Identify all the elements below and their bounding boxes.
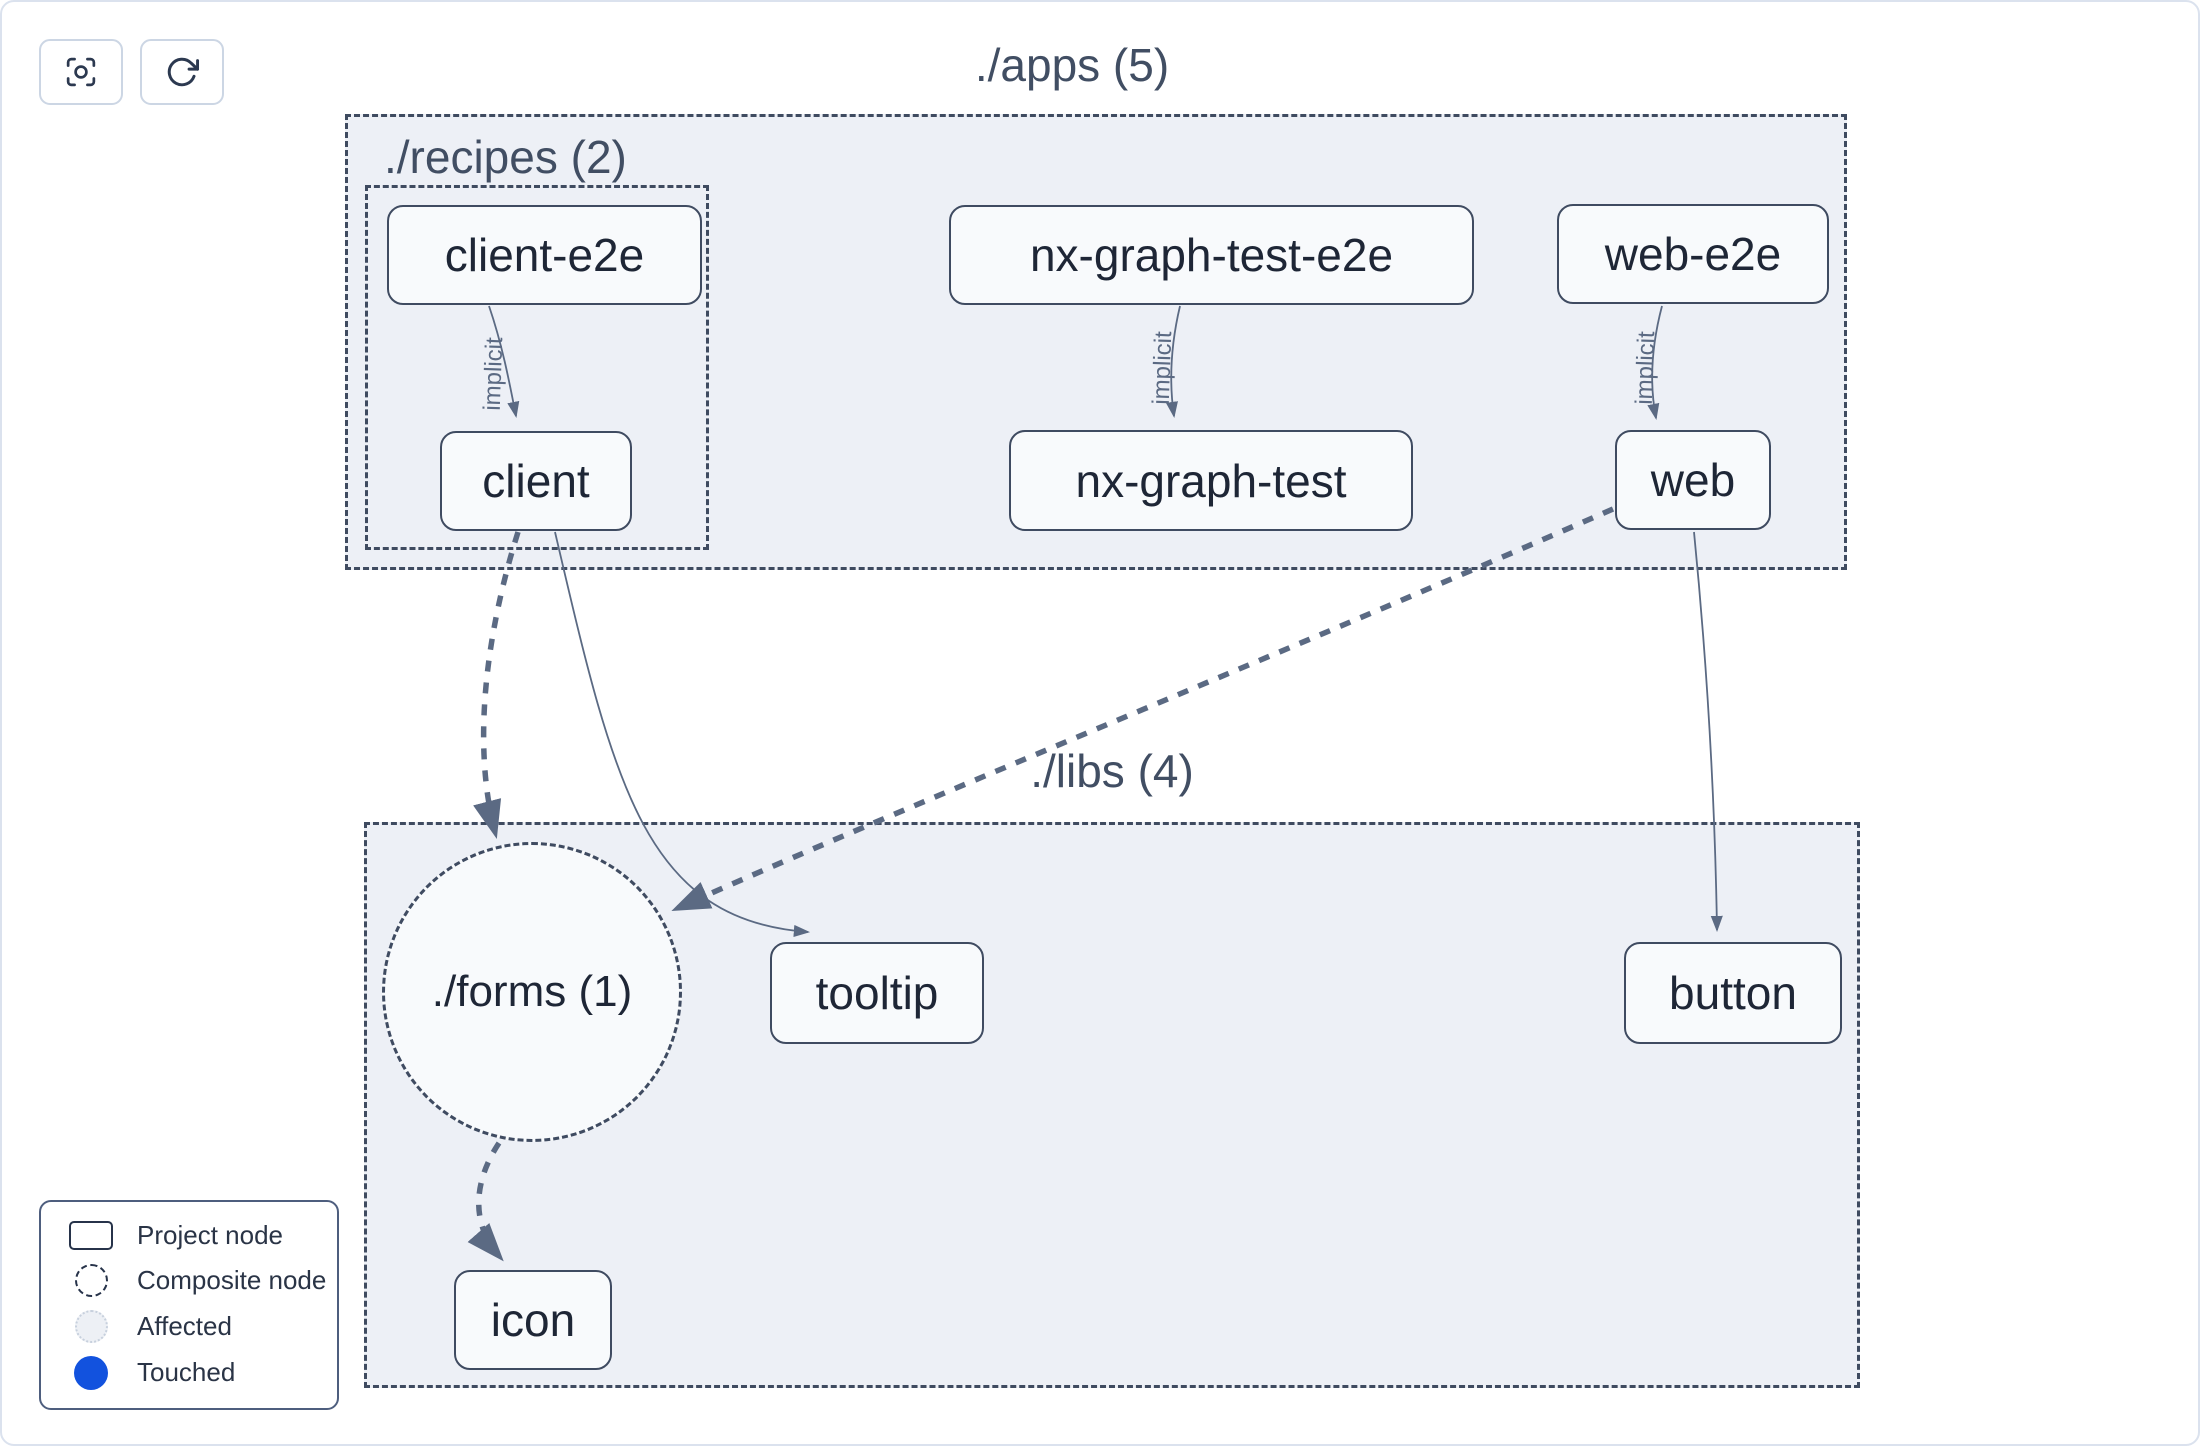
edge-label-implicit: implicit	[1147, 330, 1178, 406]
group-apps-label: ./apps (5)	[974, 39, 1170, 91]
refresh-icon	[167, 57, 199, 87]
group-recipes-label: ./recipes (2)	[384, 131, 627, 183]
node-tooltip[interactable]: tooltip	[770, 942, 984, 1044]
node-web-e2e[interactable]: web-e2e	[1557, 204, 1829, 304]
focus-icon	[66, 57, 96, 87]
project-node-swatch	[69, 1221, 113, 1251]
focus-button[interactable]	[39, 39, 123, 105]
legend-item-project-node: Project node	[65, 1220, 327, 1251]
legend-item-label: Project node	[137, 1220, 283, 1251]
node-client-e2e[interactable]: client-e2e	[387, 205, 702, 305]
edge-label-implicit: implicit	[478, 336, 509, 412]
legend-item-affected: Affected	[65, 1309, 327, 1343]
composite-node-swatch	[74, 1264, 108, 1298]
edge-client-to-forms	[473, 531, 521, 839]
node-client[interactable]: client	[440, 431, 632, 531]
composite-node-forms[interactable]: ./forms (1)	[382, 842, 682, 1142]
node-nx-graph-test-e2e[interactable]: nx-graph-test-e2e	[949, 205, 1474, 305]
legend-item-composite-node: Composite node	[65, 1264, 327, 1298]
node-nx-graph-test[interactable]: nx-graph-test	[1009, 430, 1413, 531]
legend-item-label: Composite node	[137, 1265, 327, 1296]
group-libs-label: ./libs (4)	[1030, 745, 1194, 797]
edge-label-implicit: implicit	[1630, 330, 1661, 406]
legend-item-label: Affected	[137, 1310, 232, 1341]
legend-item-touched: Touched	[65, 1355, 327, 1390]
touched-swatch	[74, 1355, 108, 1390]
refresh-button[interactable]	[140, 39, 224, 105]
legend: Project node Composite node Affected Tou…	[39, 1200, 339, 1410]
legend-item-label: Touched	[137, 1357, 236, 1388]
node-icon[interactable]: icon	[454, 1270, 612, 1370]
node-button[interactable]: button	[1624, 942, 1842, 1044]
affected-swatch	[74, 1309, 108, 1343]
node-web[interactable]: web	[1615, 430, 1771, 530]
